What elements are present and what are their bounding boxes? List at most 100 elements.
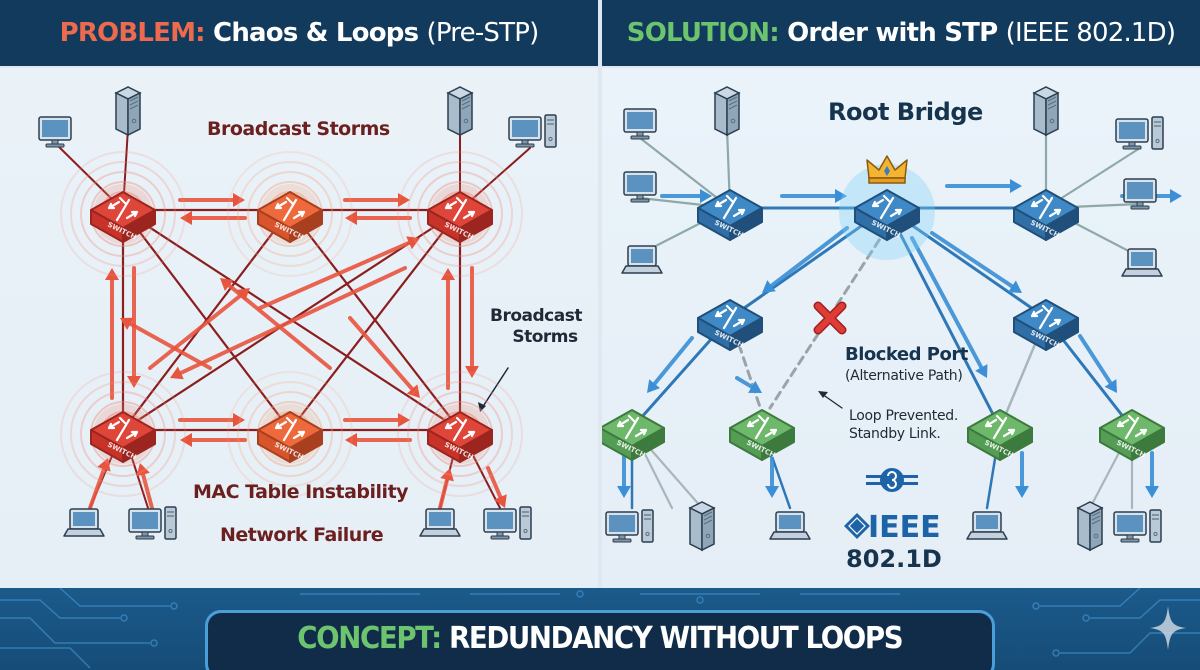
laptop-icon: [621, 245, 663, 274]
switch-icon: SWITCH: [697, 299, 763, 351]
arrow-glyph: [452, 416, 468, 442]
pc-tower: [641, 509, 654, 543]
monitor-screen: [1127, 182, 1153, 199]
server-slot: [461, 96, 471, 102]
signal-ring: [397, 151, 523, 277]
signal-ring: [60, 151, 186, 277]
monitor-screen: [1119, 122, 1145, 139]
switch-arrows: [714, 304, 746, 330]
switch-arrows: [984, 414, 1016, 440]
server-led: [730, 118, 736, 124]
arrow-glyph: [107, 200, 121, 210]
switch-icon: SWITCH: [967, 409, 1033, 461]
monitor-base: [45, 143, 65, 148]
desktop-icon: [38, 116, 72, 148]
laptop-icon: [63, 508, 105, 537]
arrow-head: [617, 486, 631, 498]
crown-band: [868, 177, 906, 184]
workstation-icon: [508, 114, 557, 148]
signal-ring: [70, 381, 176, 487]
server-slot: [1091, 519, 1101, 525]
switch-arrows: [1030, 194, 1062, 220]
traffic-arrow: [765, 451, 779, 498]
tower-led: [168, 528, 173, 534]
arrow-glyph: [282, 196, 298, 222]
arrow-glyph: [879, 194, 895, 220]
concept-footer: CONCEPT: REDUNDANCY WITHOUT LOOPS: [0, 588, 1200, 670]
arrow-glyph: [274, 200, 288, 210]
switch-icon: SWITCH: [1013, 189, 1079, 241]
arrow-glyph: [1002, 428, 1016, 438]
traffic-arrow: [735, 376, 762, 393]
arrow-glyph: [1048, 208, 1062, 218]
signal-ring: [407, 161, 513, 267]
flow-arrows: [617, 179, 1182, 498]
arrow-head: [233, 193, 245, 207]
pointer-head: [478, 402, 486, 412]
arrow-glyph: [764, 428, 778, 438]
signal-ring: [237, 381, 343, 487]
traffic-arrow: [762, 226, 849, 293]
arrow-glyph: [452, 196, 468, 222]
arrow-head: [1104, 379, 1117, 393]
problem-header: PROBLEM: Chaos & Loops (Pre-STP): [0, 0, 598, 68]
switch-side: [729, 317, 763, 351]
diamond: [844, 513, 870, 539]
arrow-shaft: [88, 467, 106, 510]
monitor-neck: [141, 531, 149, 537]
server-front: [701, 506, 715, 552]
monitor-neck: [521, 139, 529, 145]
server-front: [726, 91, 740, 137]
switch-side: [761, 427, 795, 461]
traffic-arrow: [1078, 334, 1117, 393]
laptop-screen: [429, 512, 451, 526]
label-broadcast-line1: Broadcast: [490, 306, 582, 326]
active-link: [885, 206, 1002, 430]
arrow-head: [345, 211, 357, 225]
arrow-glyph: [634, 428, 648, 438]
arrow-glyph: [462, 430, 476, 440]
server-side: [447, 91, 461, 137]
label-ieee: IEEE: [868, 510, 941, 545]
arrow-glyph: [984, 418, 998, 428]
server-front: [459, 91, 473, 137]
arrow-head: [406, 236, 420, 250]
arrow-head: [765, 486, 779, 498]
monitor-neck: [1128, 141, 1136, 147]
broadcast-arrows: [88, 193, 507, 510]
arrow-shaft: [141, 472, 154, 510]
concept-banner: CONCEPT: REDUNDANCY WITHOUT LOOPS: [205, 610, 995, 670]
solution-title: SOLUTION: Order with STP (IEEE 802.1D): [627, 18, 1176, 48]
traffic-arrow: [127, 266, 141, 388]
monitor-screen: [42, 120, 68, 137]
standby-pointer: [818, 391, 843, 409]
arrow-glyph: [125, 210, 139, 220]
monitor-neck: [1126, 534, 1134, 540]
label-mac-instability: MAC Table Instability: [193, 481, 409, 503]
blocked-x-icon: [813, 301, 847, 335]
server-led: [1093, 533, 1099, 539]
laptop-screen: [976, 515, 998, 529]
traffic-arrow: [438, 468, 454, 510]
arrow-glyph: [444, 420, 458, 430]
monitor-screen: [609, 515, 635, 532]
solution-header: SOLUTION: Order with STP (IEEE 802.1D): [602, 0, 1200, 68]
traffic-arrow: [1145, 451, 1159, 498]
switch-icon: SWITCH: [697, 189, 763, 241]
arrow-head: [105, 268, 119, 280]
laptop-icon: [966, 511, 1008, 540]
switch-side: [631, 427, 665, 461]
switch-arrows: [714, 194, 746, 220]
label-loop-prevented: Loop Prevented.: [849, 408, 958, 424]
traffic-arrow: [345, 433, 412, 447]
arrow-head: [762, 280, 776, 293]
arrow-head: [398, 413, 410, 427]
server-slot: [461, 104, 471, 110]
ieee-diamond-icon: [844, 513, 870, 539]
label-standby-link: Standby Link.: [849, 426, 941, 442]
server-slot: [1047, 104, 1057, 110]
server-icon: [1032, 86, 1060, 137]
traffic-arrow: [178, 193, 245, 207]
arrow-shaft: [486, 466, 503, 499]
arrow-head: [465, 366, 479, 378]
